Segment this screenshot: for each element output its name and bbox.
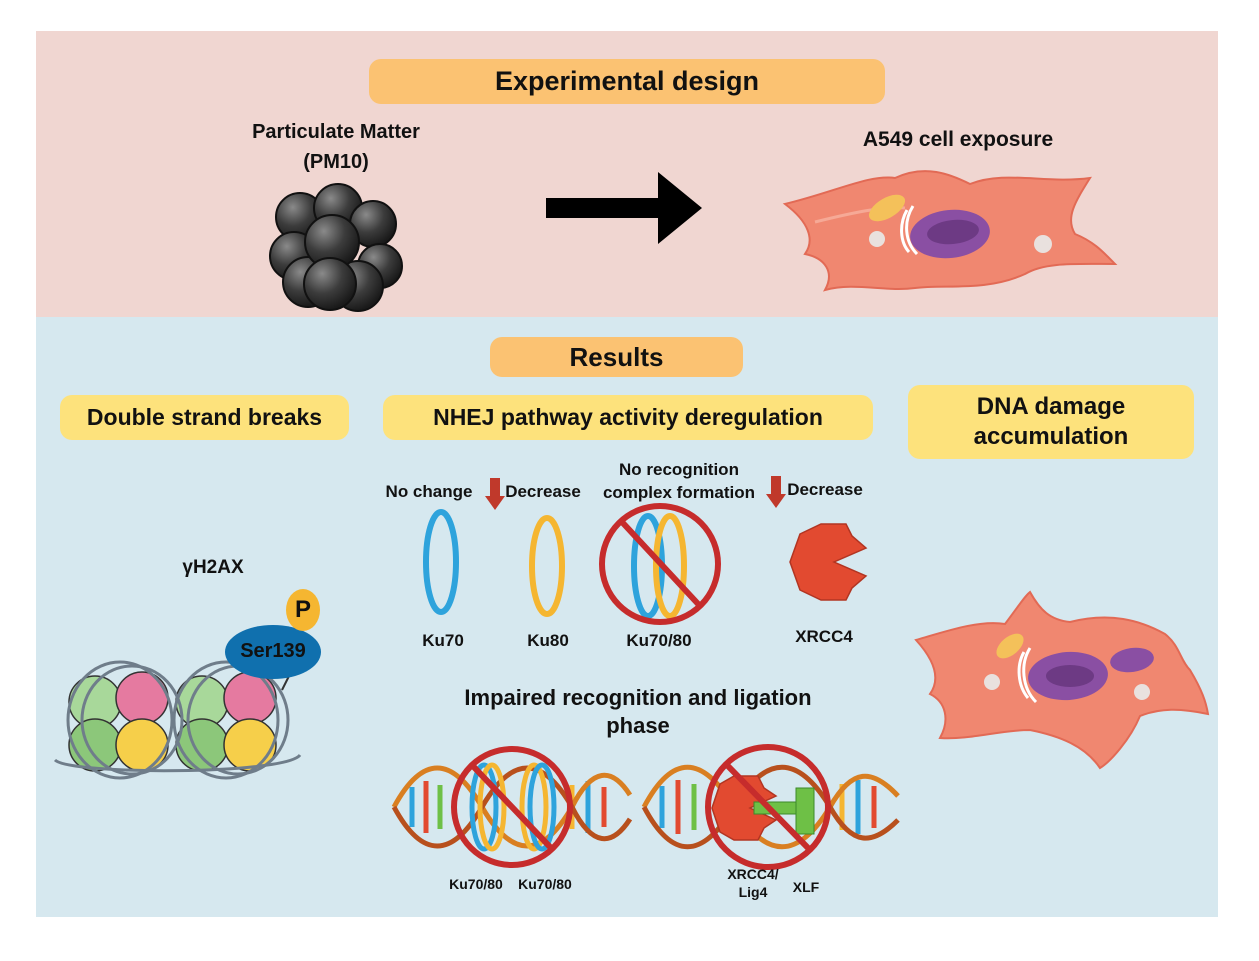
damaged-cell-icon bbox=[914, 590, 1210, 770]
decrease-label-ku80: Decrease bbox=[505, 482, 581, 501]
xrcc4-label: XRCC4 bbox=[795, 627, 853, 646]
ku70-ring-icon bbox=[423, 509, 459, 615]
xrcc4-icon bbox=[789, 523, 868, 601]
particulate-matter-icon bbox=[269, 183, 403, 312]
dna-helix-ligase-icon bbox=[641, 744, 900, 870]
ku80-ring-icon bbox=[529, 515, 565, 617]
ser139-label: Ser139 bbox=[240, 640, 306, 662]
pm-label-line2: (PM10) bbox=[303, 151, 369, 173]
double-strand-breaks-title: Double strand breaks bbox=[60, 395, 349, 440]
ku70-label: Ku70 bbox=[422, 631, 464, 650]
nucleosome-icon bbox=[53, 589, 321, 780]
results-title: Results bbox=[490, 337, 743, 377]
a549-cell-icon bbox=[782, 170, 1118, 292]
nhej-title: NHEJ pathway activity deregulation bbox=[383, 395, 873, 440]
experimental-design-title: Experimental design bbox=[369, 59, 885, 104]
xlf-label: XLF bbox=[792, 879, 820, 895]
decrease-arrow-icon bbox=[485, 478, 505, 510]
dna-ku70-80-label-b: Ku70/80 bbox=[518, 876, 572, 892]
ku70-80-label: Ku70/80 bbox=[626, 631, 692, 650]
dna-helix-ku-icon bbox=[391, 746, 633, 868]
impaired-phase-label: Impaired recognition and ligation phase bbox=[464, 685, 812, 738]
cell-exposure-label: A549 cell exposure bbox=[862, 128, 1054, 151]
no-recognition-line1: No recognition bbox=[619, 460, 739, 479]
pm-label-line1: Particulate Matter bbox=[252, 121, 420, 143]
decrease-label-xrcc4: Decrease bbox=[787, 480, 863, 499]
no-recognition-line2: complex formation bbox=[602, 483, 756, 502]
no-change-label: No change bbox=[385, 482, 473, 501]
right-arrow-icon bbox=[546, 172, 702, 244]
phospho-label: P bbox=[294, 596, 311, 623]
gamma-h2ax-label: γH2AX bbox=[182, 557, 244, 578]
xrcc4-lig4-label: XRCC4/ Lig4 bbox=[727, 866, 779, 900]
decrease-arrow-icon bbox=[766, 476, 786, 508]
ku80-label: Ku80 bbox=[527, 631, 569, 650]
dna-damage-accumulation-title: DNA damage accumulation bbox=[908, 385, 1194, 459]
ku70-80-blocked-icon bbox=[599, 503, 721, 625]
dna-ku70-80-label-a: Ku70/80 bbox=[449, 876, 503, 892]
